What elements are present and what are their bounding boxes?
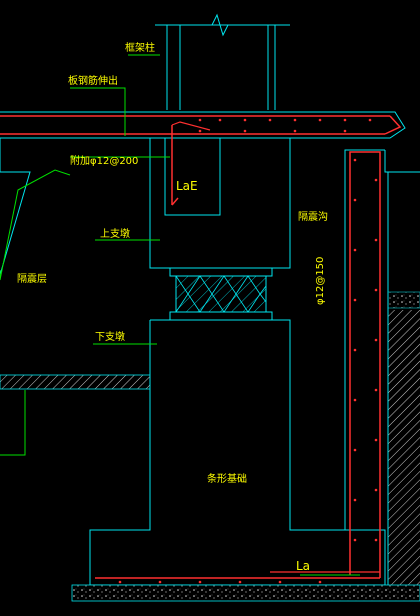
isolation-bearing-icon	[169, 267, 273, 321]
upper-pier-label: 上支墩	[100, 227, 130, 240]
slab-rebar-dots	[198, 118, 372, 133]
slab-rebar-label: 板钢筋伸出	[68, 74, 118, 87]
upper-pier	[149, 121, 291, 269]
gravel-bed	[71, 584, 420, 602]
lower-pier-foundation	[89, 149, 420, 586]
leader-lines	[0, 54, 360, 576]
break-line-icon	[155, 13, 290, 37]
strip-foundation-label: 条形基础	[207, 472, 247, 485]
wall-rebar-label: φ12@150	[315, 257, 326, 305]
isolation-layer-label: 隔震层	[17, 273, 47, 285]
trench-wall-rebar	[95, 151, 381, 579]
lae-label: LaE	[176, 179, 198, 193]
added-rebar-label: 附加φ12@200	[70, 154, 138, 167]
wall-rebar-dots	[118, 158, 378, 584]
la-label: La	[296, 559, 310, 573]
column	[166, 24, 276, 110]
floor-slab	[0, 111, 406, 139]
isolation-trench-label: 隔震沟	[298, 210, 328, 223]
left-ground	[0, 138, 151, 390]
column-label: 框架柱	[125, 41, 155, 54]
lower-pier-label: 下支墩	[95, 330, 125, 343]
soil-hatch-icon	[387, 172, 420, 590]
